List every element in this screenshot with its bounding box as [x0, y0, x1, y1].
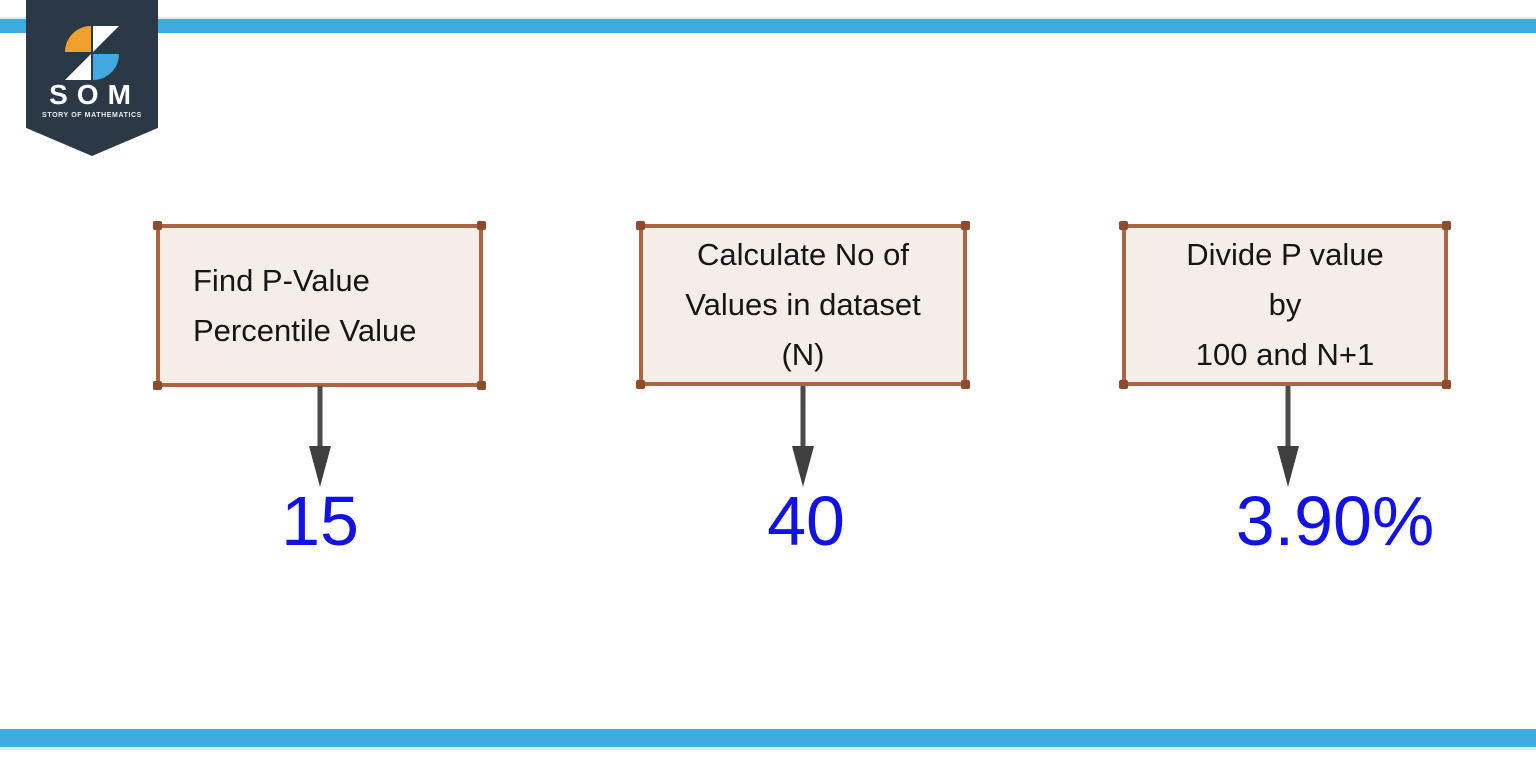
top-hairline [0, 17, 1536, 19]
step-value: 3.90% [1235, 482, 1435, 560]
corner-dot [1119, 380, 1128, 389]
step-box-calculate-n: Calculate No of Values in dataset (N) [636, 221, 970, 389]
down-arrow-icon [792, 386, 814, 487]
step-value: 15 [281, 482, 359, 560]
corner-dot [961, 221, 970, 230]
corner-dot [153, 381, 162, 390]
logo-tagline: STORY OF MATHEMATICS [42, 112, 142, 119]
pinwheel-blue-quarter [93, 54, 119, 80]
step-line: Calculate No of [697, 237, 909, 272]
corner-dot [1442, 380, 1451, 389]
bottom-accent-bar [0, 729, 1536, 747]
corner-dot [477, 221, 486, 230]
corner-dot [636, 221, 645, 230]
pinwheel-white-triangle-bottom [65, 54, 91, 80]
corner-dot [477, 381, 486, 390]
pinwheel-orange-quarter [65, 26, 91, 52]
corner-dot [1119, 221, 1128, 230]
corner-dot [153, 221, 162, 230]
corner-dot [636, 380, 645, 389]
top-accent-bar [0, 19, 1536, 33]
step-box-divide-p-value: Divide P value by 100 and N+1 [1119, 221, 1451, 389]
step-line: Divide P value [1186, 237, 1384, 272]
corner-dot [961, 380, 970, 389]
logo-wordmark: SOM [49, 79, 140, 110]
step-box-find-p-value: Find P-Value Percentile Value [153, 221, 486, 390]
step-line: Percentile Value [193, 312, 417, 348]
pinwheel-white-triangle-top [93, 26, 119, 52]
som-logo-badge: SOM STORY OF MATHEMATICS [26, 0, 158, 156]
step-value: 40 [767, 482, 845, 560]
step-line: by [1268, 287, 1302, 322]
step-line: Find P-Value [193, 262, 370, 298]
som-pinwheel-icon [65, 26, 119, 80]
down-arrow-icon [1277, 386, 1299, 487]
step-line: 100 and N+1 [1195, 337, 1375, 372]
corner-dot [1442, 221, 1451, 230]
step-line: (N) [781, 337, 825, 372]
bottom-hairline [0, 747, 1536, 750]
down-arrow-icon [309, 386, 331, 487]
step-line: Values in dataset [685, 287, 921, 322]
